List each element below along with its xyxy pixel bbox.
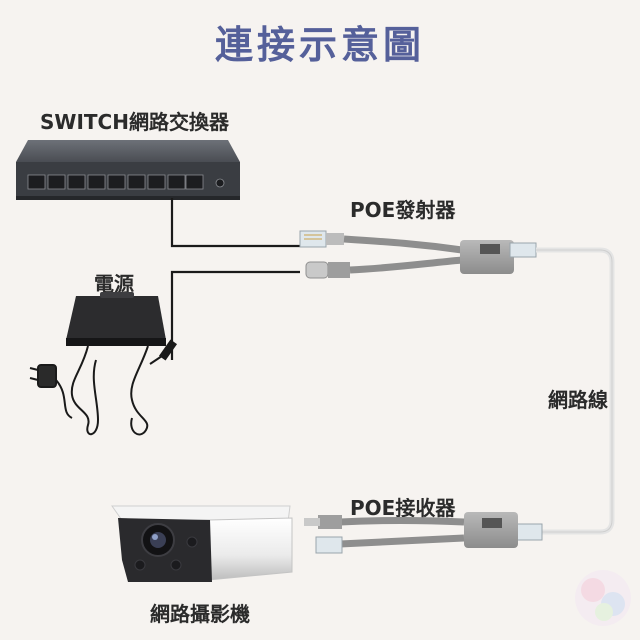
poe-transmitter-label: POE發射器 [350, 198, 456, 222]
poe-receiver [304, 512, 543, 554]
switch-label: SWITCH網路交換器 [40, 110, 229, 134]
poe-receiver-label: POE接收器 [350, 496, 456, 520]
poe-transmitter [299, 230, 537, 279]
network-cable [536, 247, 615, 535]
power-adapter [29, 292, 178, 436]
power-cable [170, 270, 300, 360]
brand-logo [575, 570, 631, 626]
page-title: 連接示意圖 [214, 23, 425, 67]
switch-cable [170, 198, 300, 248]
network-switch [16, 140, 240, 200]
switch-ports [27, 174, 204, 190]
camera [111, 505, 293, 582]
camera-label: 網路攝影機 [150, 602, 250, 626]
network-cable-label: 網路線 [548, 388, 608, 412]
